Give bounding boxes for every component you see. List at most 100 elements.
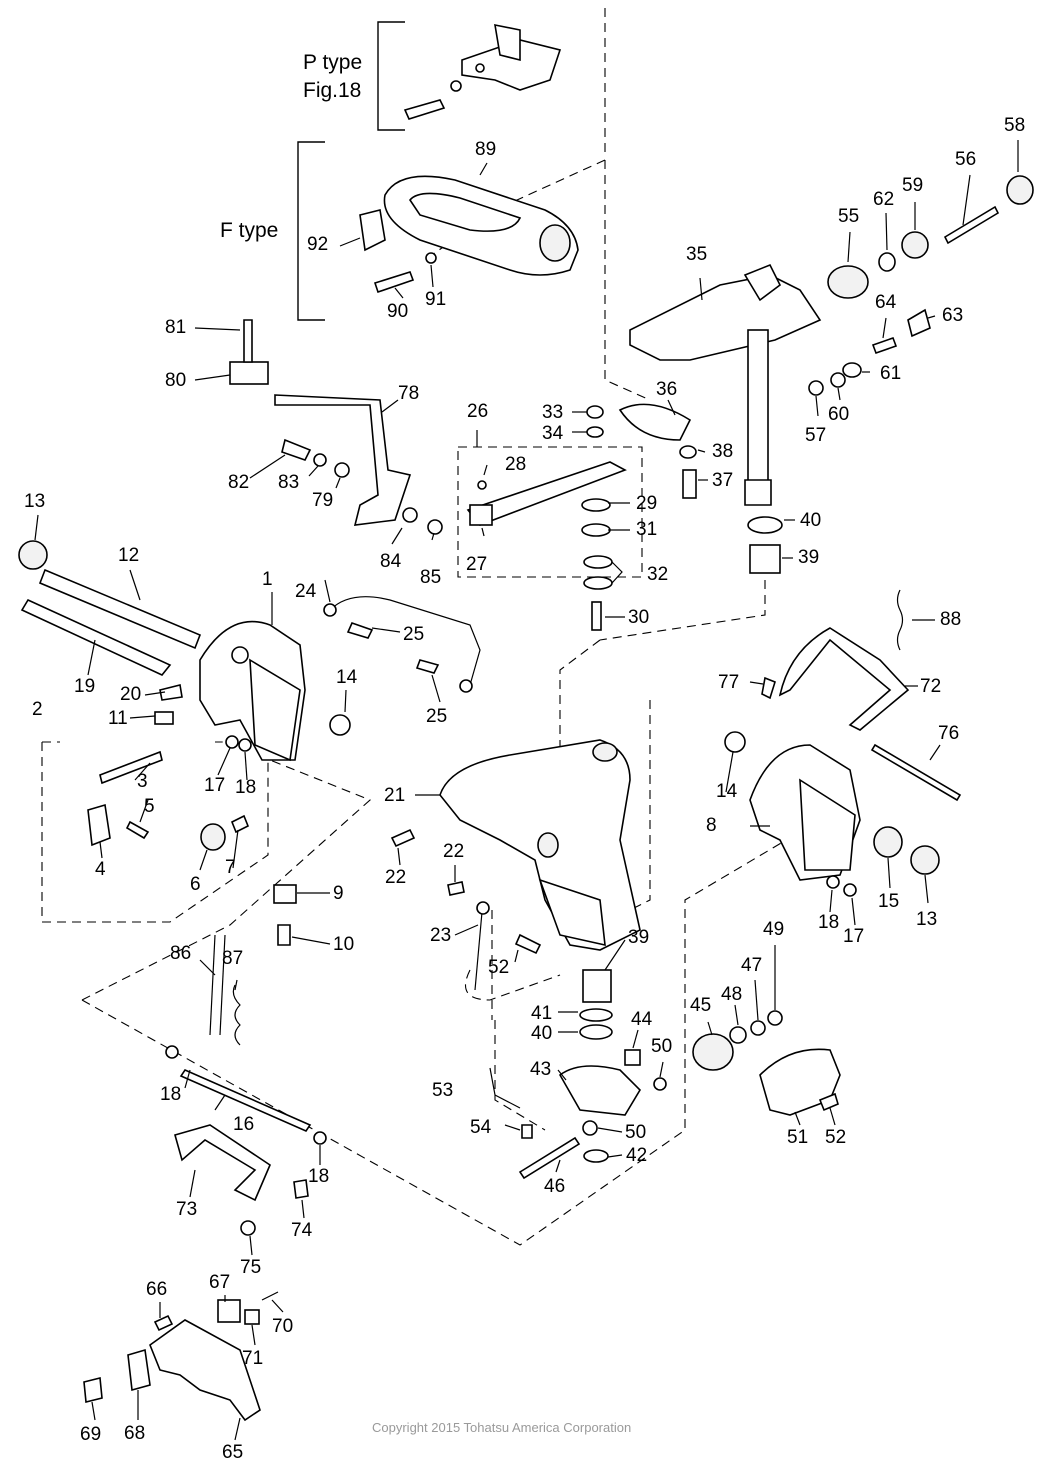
callout-40: 40 (800, 510, 822, 531)
f-type-bracket (297, 141, 325, 321)
callout-15: 15 (878, 891, 900, 912)
callout-31: 31 (636, 519, 658, 540)
callout-39: 39 (798, 547, 820, 568)
callout-77: 77 (718, 672, 740, 693)
callout-43: 43 (530, 1059, 552, 1080)
callout-28: 28 (505, 454, 527, 475)
callout-18: 18 (160, 1084, 182, 1105)
callout-44: 44 (631, 1009, 653, 1030)
callout-16: 16 (233, 1114, 255, 1135)
callout-34: 34 (542, 423, 564, 444)
callout-36: 36 (656, 379, 678, 400)
callout-38: 38 (712, 441, 734, 462)
callout-73: 73 (176, 1199, 198, 1220)
callout-59: 59 (902, 175, 924, 196)
parts-55-to-64 (808, 175, 1034, 396)
callout-50: 50 (625, 1122, 647, 1143)
clamp-bracket-1 (154, 620, 351, 762)
callout-2: 2 (32, 699, 43, 720)
callout-37: 37 (712, 470, 734, 491)
bracket-78 (229, 319, 443, 535)
callout-54: 54 (470, 1117, 492, 1138)
callout-49: 49 (763, 919, 785, 940)
callout-6: 6 (190, 874, 201, 895)
lever-group-26 (466, 461, 627, 526)
callout-27: 27 (466, 554, 488, 575)
callout-5: 5 (144, 796, 155, 817)
parts-41-to-54 (489, 969, 841, 1180)
callout-75: 75 (240, 1257, 262, 1278)
callout-18: 18 (818, 912, 840, 933)
p-type-label: P type (303, 51, 363, 74)
callout-17: 17 (843, 926, 865, 947)
callout-26: 26 (467, 401, 489, 422)
copyright-notice: Copyright 2015 Tohatsu America Corporati… (372, 1420, 632, 1435)
callout-62: 62 (873, 189, 895, 210)
group-2-parts (87, 735, 252, 851)
callout-14: 14 (336, 667, 358, 688)
callout-84: 84 (380, 551, 402, 572)
callout-66: 66 (146, 1279, 168, 1300)
callout-85: 85 (420, 567, 442, 588)
p-type-figure-label: Fig.18 (303, 79, 362, 102)
callout-39: 39 (628, 927, 650, 948)
callout-69: 69 (80, 1424, 102, 1445)
callout-1: 1 (262, 569, 273, 590)
callout-41: 41 (531, 1003, 553, 1024)
f-type-label: F type (220, 219, 279, 242)
parts-9-10 (273, 884, 297, 946)
callout-67: 67 (209, 1272, 231, 1293)
callout-82: 82 (228, 472, 250, 493)
callout-65: 65 (222, 1442, 244, 1463)
callout-56: 56 (955, 149, 977, 170)
parts-16-73-86-87 (165, 934, 327, 1236)
callout-24: 24 (295, 581, 317, 602)
washers-29-32 (581, 405, 783, 631)
callout-14: 14 (716, 781, 738, 802)
callout-90: 90 (387, 301, 409, 322)
callout-68: 68 (124, 1423, 146, 1444)
callout-48: 48 (721, 984, 743, 1005)
callout-9: 9 (333, 883, 344, 904)
callout-74: 74 (291, 1220, 313, 1241)
callout-22: 22 (443, 841, 465, 862)
callout-71: 71 (242, 1348, 264, 1369)
p-type-mount-bracket (403, 23, 562, 120)
callout-13: 13 (24, 491, 46, 512)
callout-53: 53 (432, 1080, 454, 1101)
callout-76: 76 (938, 723, 960, 744)
callout-12: 12 (118, 545, 140, 566)
callout-88: 88 (940, 609, 962, 630)
callout-91: 91 (425, 289, 447, 310)
callout-25: 25 (426, 706, 448, 727)
callout-61: 61 (880, 363, 902, 384)
callout-7: 7 (225, 857, 236, 878)
callout-50: 50 (651, 1036, 673, 1057)
callout-78: 78 (398, 383, 420, 404)
callout-10: 10 (333, 934, 355, 955)
callout-29: 29 (636, 493, 658, 514)
callout-21: 21 (384, 785, 406, 806)
callout-57: 57 (805, 425, 827, 446)
callout-72: 72 (920, 676, 942, 697)
p-type-bracket (377, 21, 405, 131)
callout-81: 81 (165, 317, 187, 338)
callout-4: 4 (95, 859, 106, 880)
clamp-bracket-8 (724, 731, 940, 897)
callout-32: 32 (647, 564, 669, 585)
steering-bracket-35 (618, 263, 822, 506)
callout-55: 55 (838, 206, 860, 227)
callout-89: 89 (475, 139, 497, 160)
callout-92: 92 (307, 234, 329, 255)
callout-63: 63 (942, 305, 964, 326)
callout-58: 58 (1004, 115, 1026, 136)
callout-8: 8 (706, 815, 717, 836)
callout-86: 86 (170, 943, 192, 964)
callout-87: 87 (222, 948, 244, 969)
tilt-shaft-12 (18, 540, 202, 701)
callout-60: 60 (828, 404, 850, 425)
swivel-bracket-21 (439, 739, 641, 951)
callout-23: 23 (430, 925, 452, 946)
callout-42: 42 (626, 1145, 648, 1166)
